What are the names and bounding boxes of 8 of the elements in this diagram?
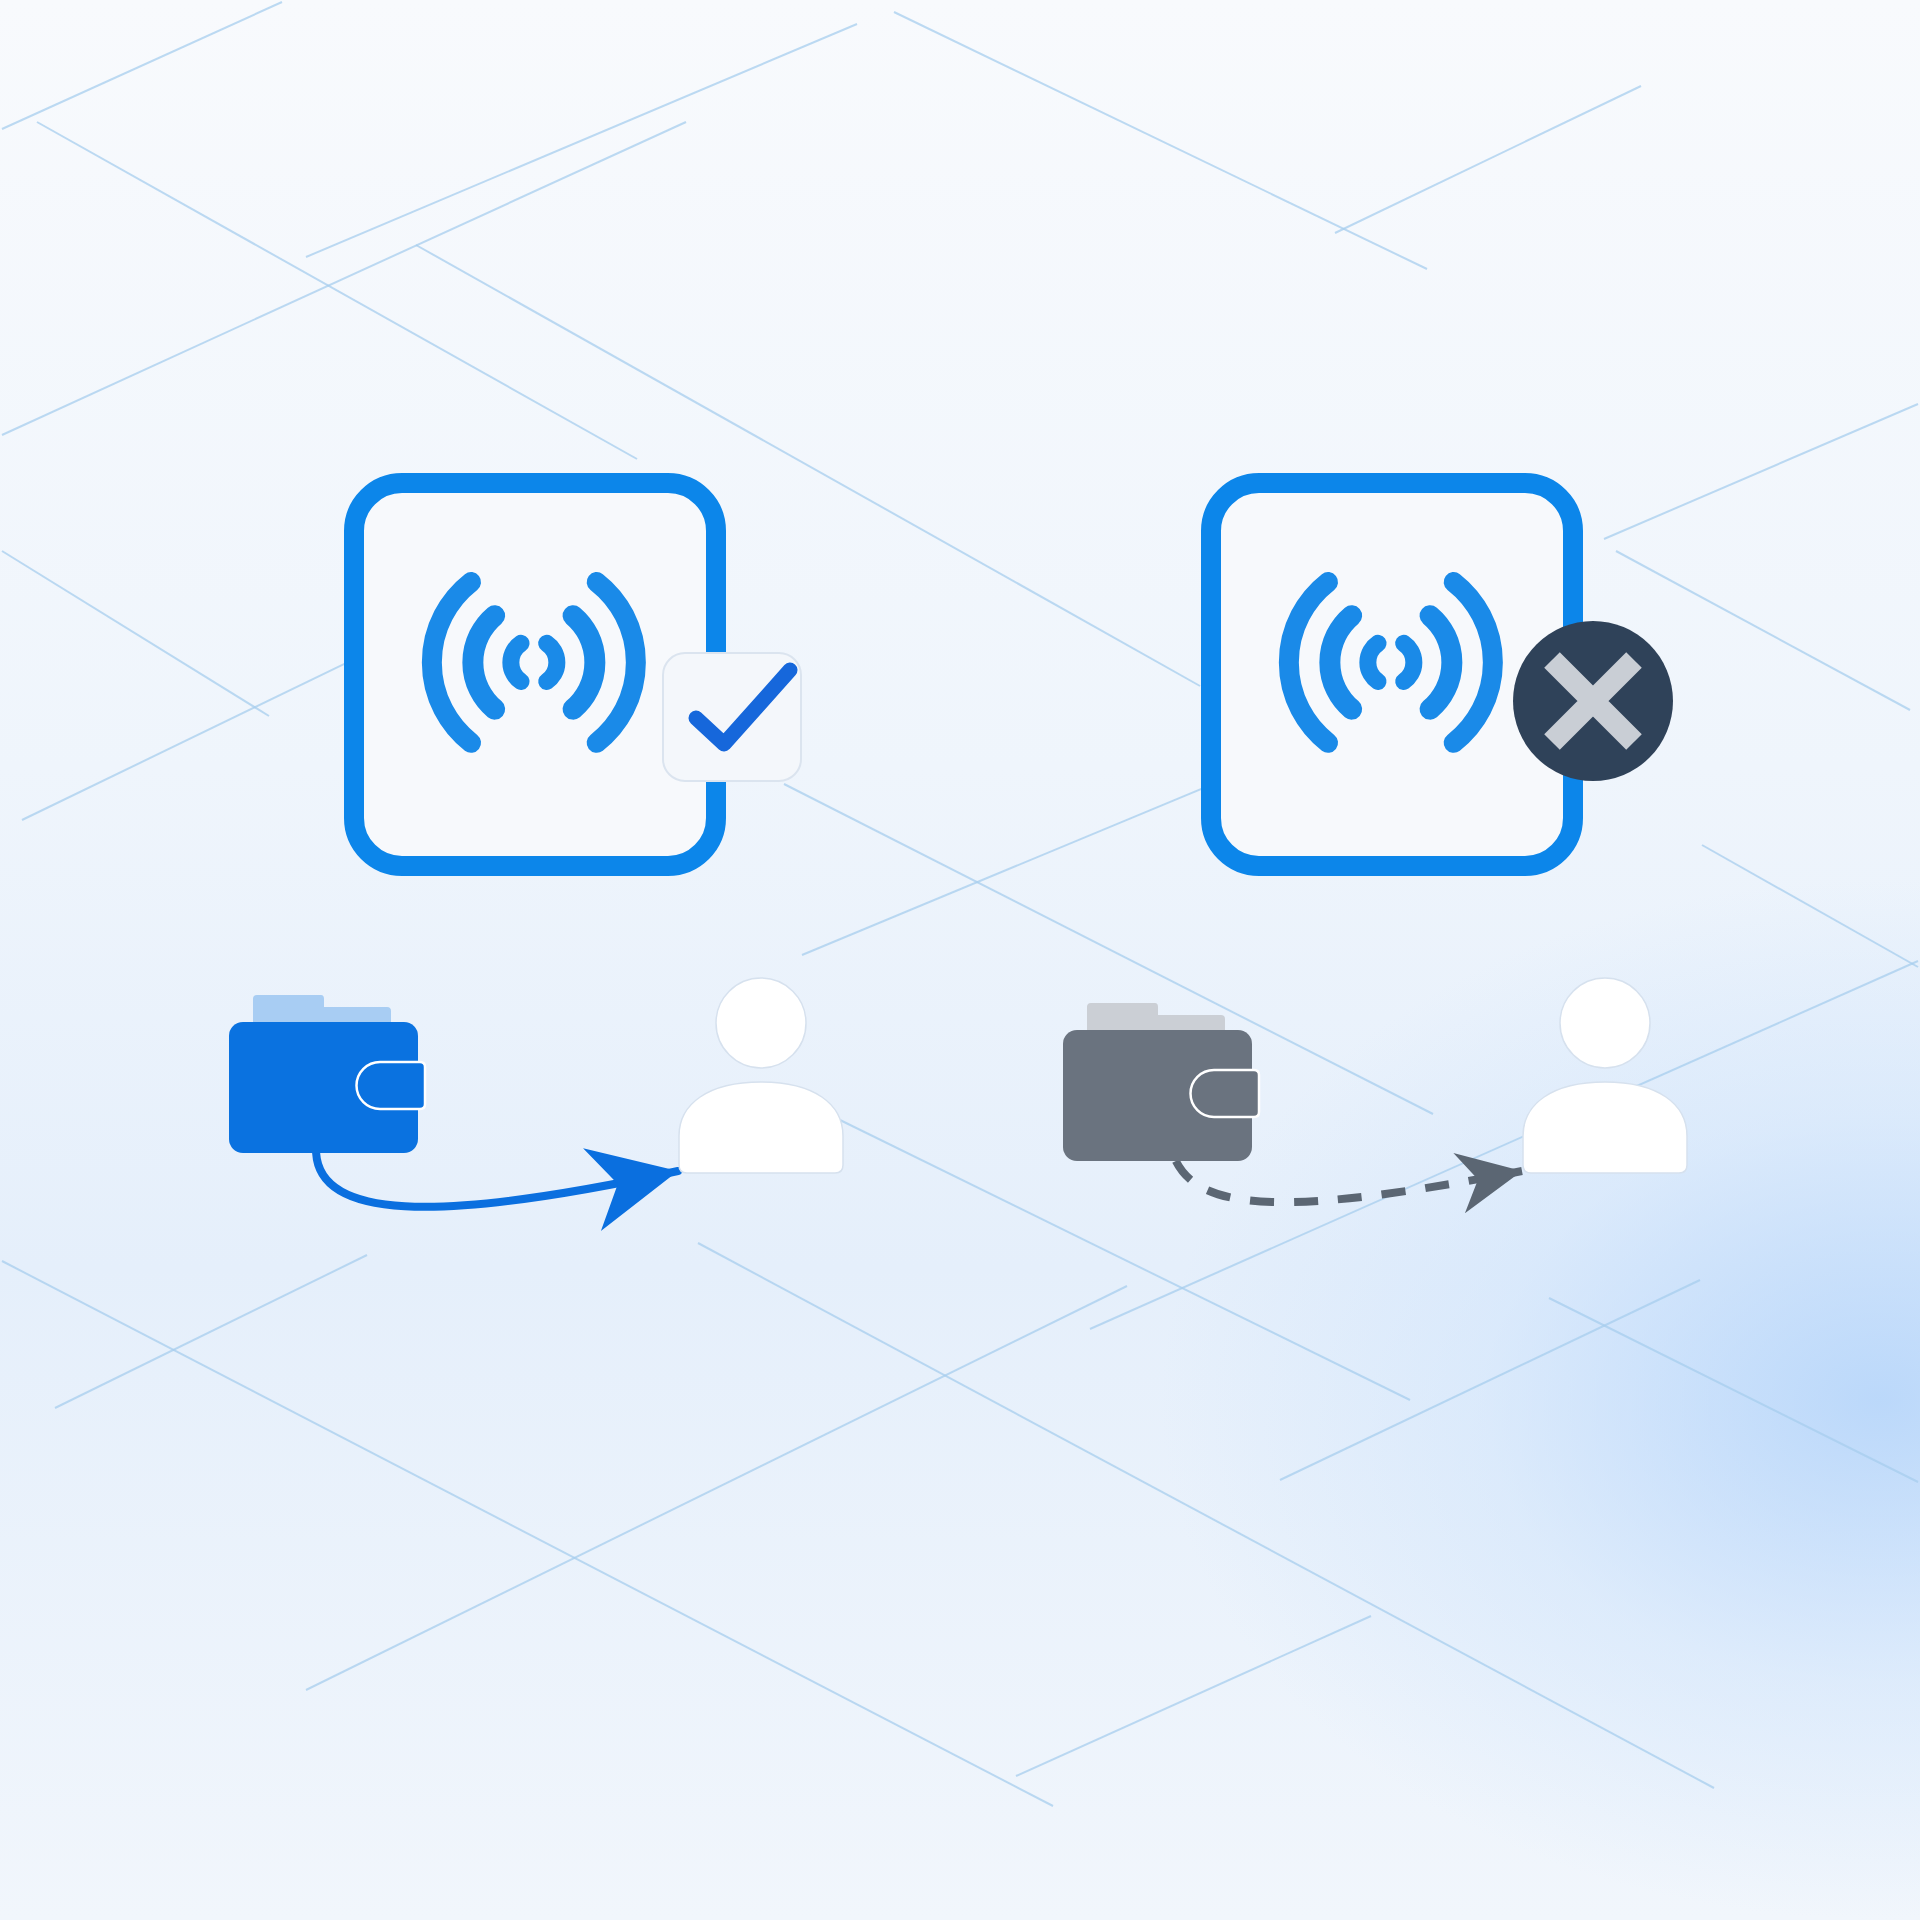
dashed-arrow <box>1172 1152 1523 1213</box>
arrow <box>312 1147 682 1231</box>
wallet-icon <box>1063 1003 1261 1161</box>
person-icon <box>678 976 844 1174</box>
wallet-icon <box>229 995 427 1153</box>
person-icon <box>1522 976 1688 1174</box>
contactless-reader-icon <box>1201 473 1583 876</box>
contactless-reader-icon <box>344 473 726 876</box>
